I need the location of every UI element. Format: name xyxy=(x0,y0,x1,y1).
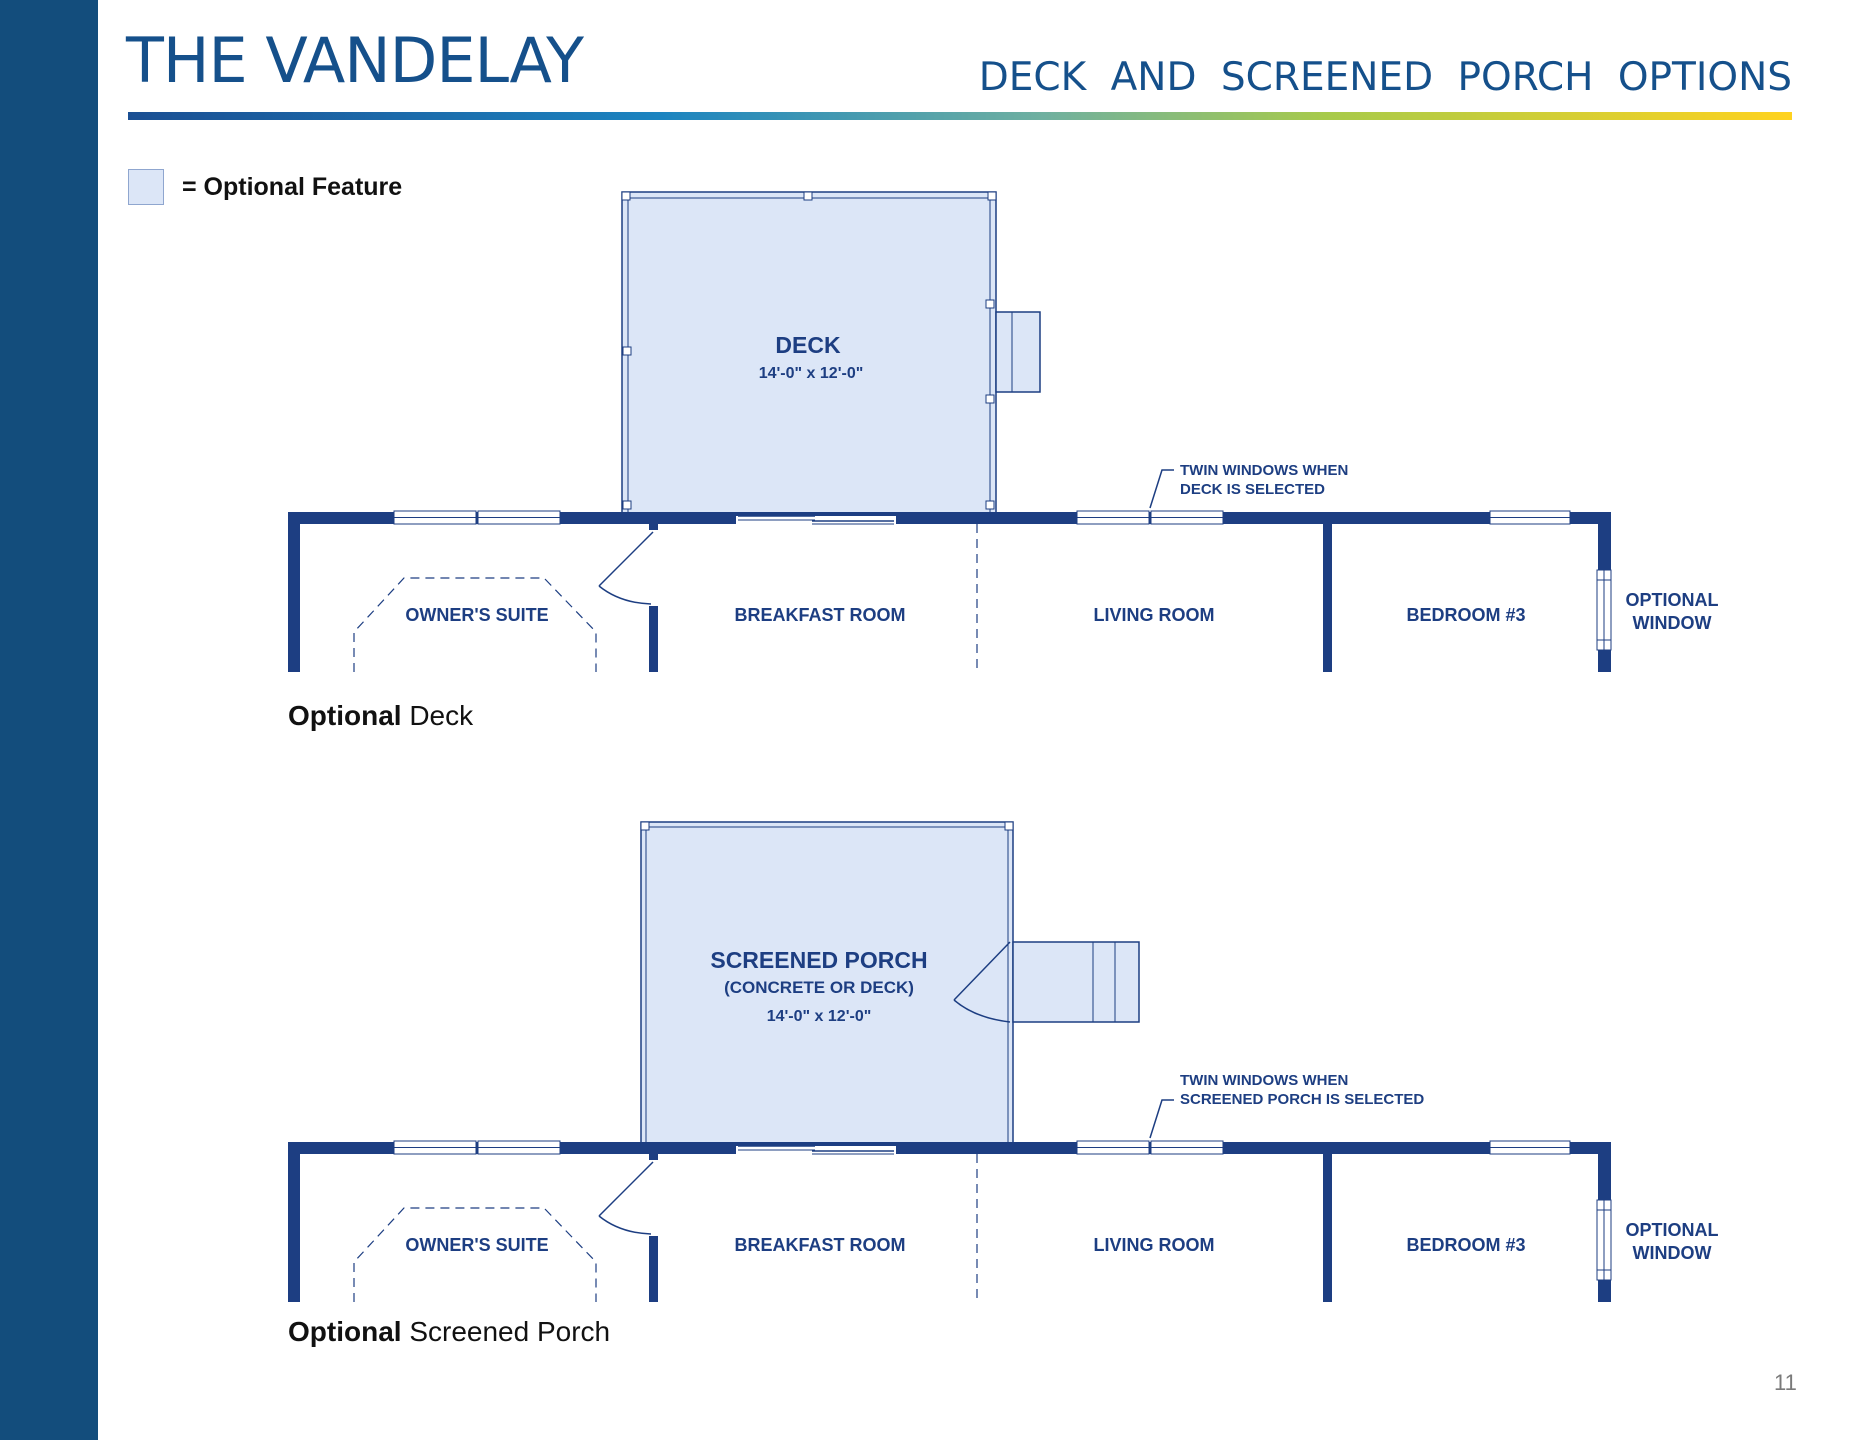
page-subtitle: DECK AND SCREENED PORCH OPTIONS xyxy=(978,55,1792,100)
porch-stairs xyxy=(1012,941,1140,1023)
porch-size: 14'-0" x 12'-0" xyxy=(767,1008,872,1025)
gradient-rule xyxy=(128,112,1792,120)
rear-windows xyxy=(393,510,1571,525)
suite-door xyxy=(598,531,654,605)
caption-porch-rest: Screened Porch xyxy=(401,1316,611,1347)
page-number: 11 xyxy=(1774,1370,1797,1395)
room-breakfast-room: BREAKFAST ROOM xyxy=(735,1235,906,1255)
room-breakfast-room: BREAKFAST ROOM xyxy=(735,605,906,625)
legend: = Optional Feature xyxy=(128,168,402,206)
porch-subtitle: (CONCRETE OR DECK) xyxy=(724,978,914,997)
deck-area xyxy=(621,191,997,518)
room-living-room: LIVING ROOM xyxy=(1094,605,1215,625)
legend-label: = Optional Feature xyxy=(182,172,403,201)
deck-label: DECK xyxy=(775,332,841,358)
porch-door xyxy=(953,941,1011,1023)
caption-porch-bold: Optional xyxy=(288,1316,402,1347)
dashed-outlines xyxy=(353,524,978,672)
deck-floorplan-drawing: DECK 14'-0" x 12'-0" xyxy=(288,191,1719,672)
sliding-door xyxy=(736,1145,896,1155)
twin-windows-note-line1: TWIN WINDOWS WHEN xyxy=(1180,1072,1348,1089)
room-owners-suite: OWNER'S SUITE xyxy=(405,605,548,625)
exterior-walls xyxy=(288,1142,1611,1302)
exterior-walls xyxy=(288,512,1611,672)
deck-floorplan: DECK 14'-0" x 12'-0" xyxy=(0,180,1864,740)
twin-windows-note-line2: SCREENED PORCH IS SELECTED xyxy=(1180,1091,1424,1108)
optional-window-label-line1: OPTIONAL xyxy=(1626,1220,1719,1240)
optional-side-window xyxy=(1596,569,1612,651)
caption-porch: Optional Screened Porch xyxy=(288,1316,610,1348)
suite-door xyxy=(598,1161,654,1235)
note-leader xyxy=(1149,1099,1174,1139)
optional-window-label-line2: WINDOW xyxy=(1633,1243,1712,1263)
brand-sidebar xyxy=(0,0,98,1440)
room-bedroom-3: BEDROOM #3 xyxy=(1406,605,1525,625)
room-owners-suite: OWNER'S SUITE xyxy=(405,1235,548,1255)
sliding-door xyxy=(736,515,896,525)
optional-side-window xyxy=(1596,1199,1612,1281)
deck-size: 14'-0" x 12'-0" xyxy=(759,365,864,382)
page-title: THE VANDELAY xyxy=(126,24,584,97)
deck-stairs xyxy=(995,311,1041,393)
porch-area xyxy=(640,821,1014,1153)
porch-floorplan-drawing: SCREENED PORCH (CONCRETE OR DECK) 14'-0"… xyxy=(288,821,1719,1302)
legend-swatch xyxy=(128,169,164,205)
dashed-outlines xyxy=(353,1154,978,1302)
caption-deck-rest: Deck xyxy=(401,700,474,731)
twin-windows-note-line2: DECK IS SELECTED xyxy=(1180,481,1325,498)
rear-windows xyxy=(393,1140,1571,1155)
note-leader xyxy=(1149,469,1174,509)
porch-label: SCREENED PORCH xyxy=(710,947,927,973)
optional-window-label-line2: WINDOW xyxy=(1633,613,1712,633)
optional-window-label-line1: OPTIONAL xyxy=(1626,590,1719,610)
room-living-room: LIVING ROOM xyxy=(1094,1235,1215,1255)
caption-deck: Optional Deck xyxy=(288,700,473,732)
caption-deck-bold: Optional xyxy=(288,700,402,731)
porch-floorplan: SCREENED PORCH (CONCRETE OR DECK) 14'-0"… xyxy=(0,810,1864,1370)
twin-windows-note-line1: TWIN WINDOWS WHEN xyxy=(1180,462,1348,479)
room-bedroom-3: BEDROOM #3 xyxy=(1406,1235,1525,1255)
